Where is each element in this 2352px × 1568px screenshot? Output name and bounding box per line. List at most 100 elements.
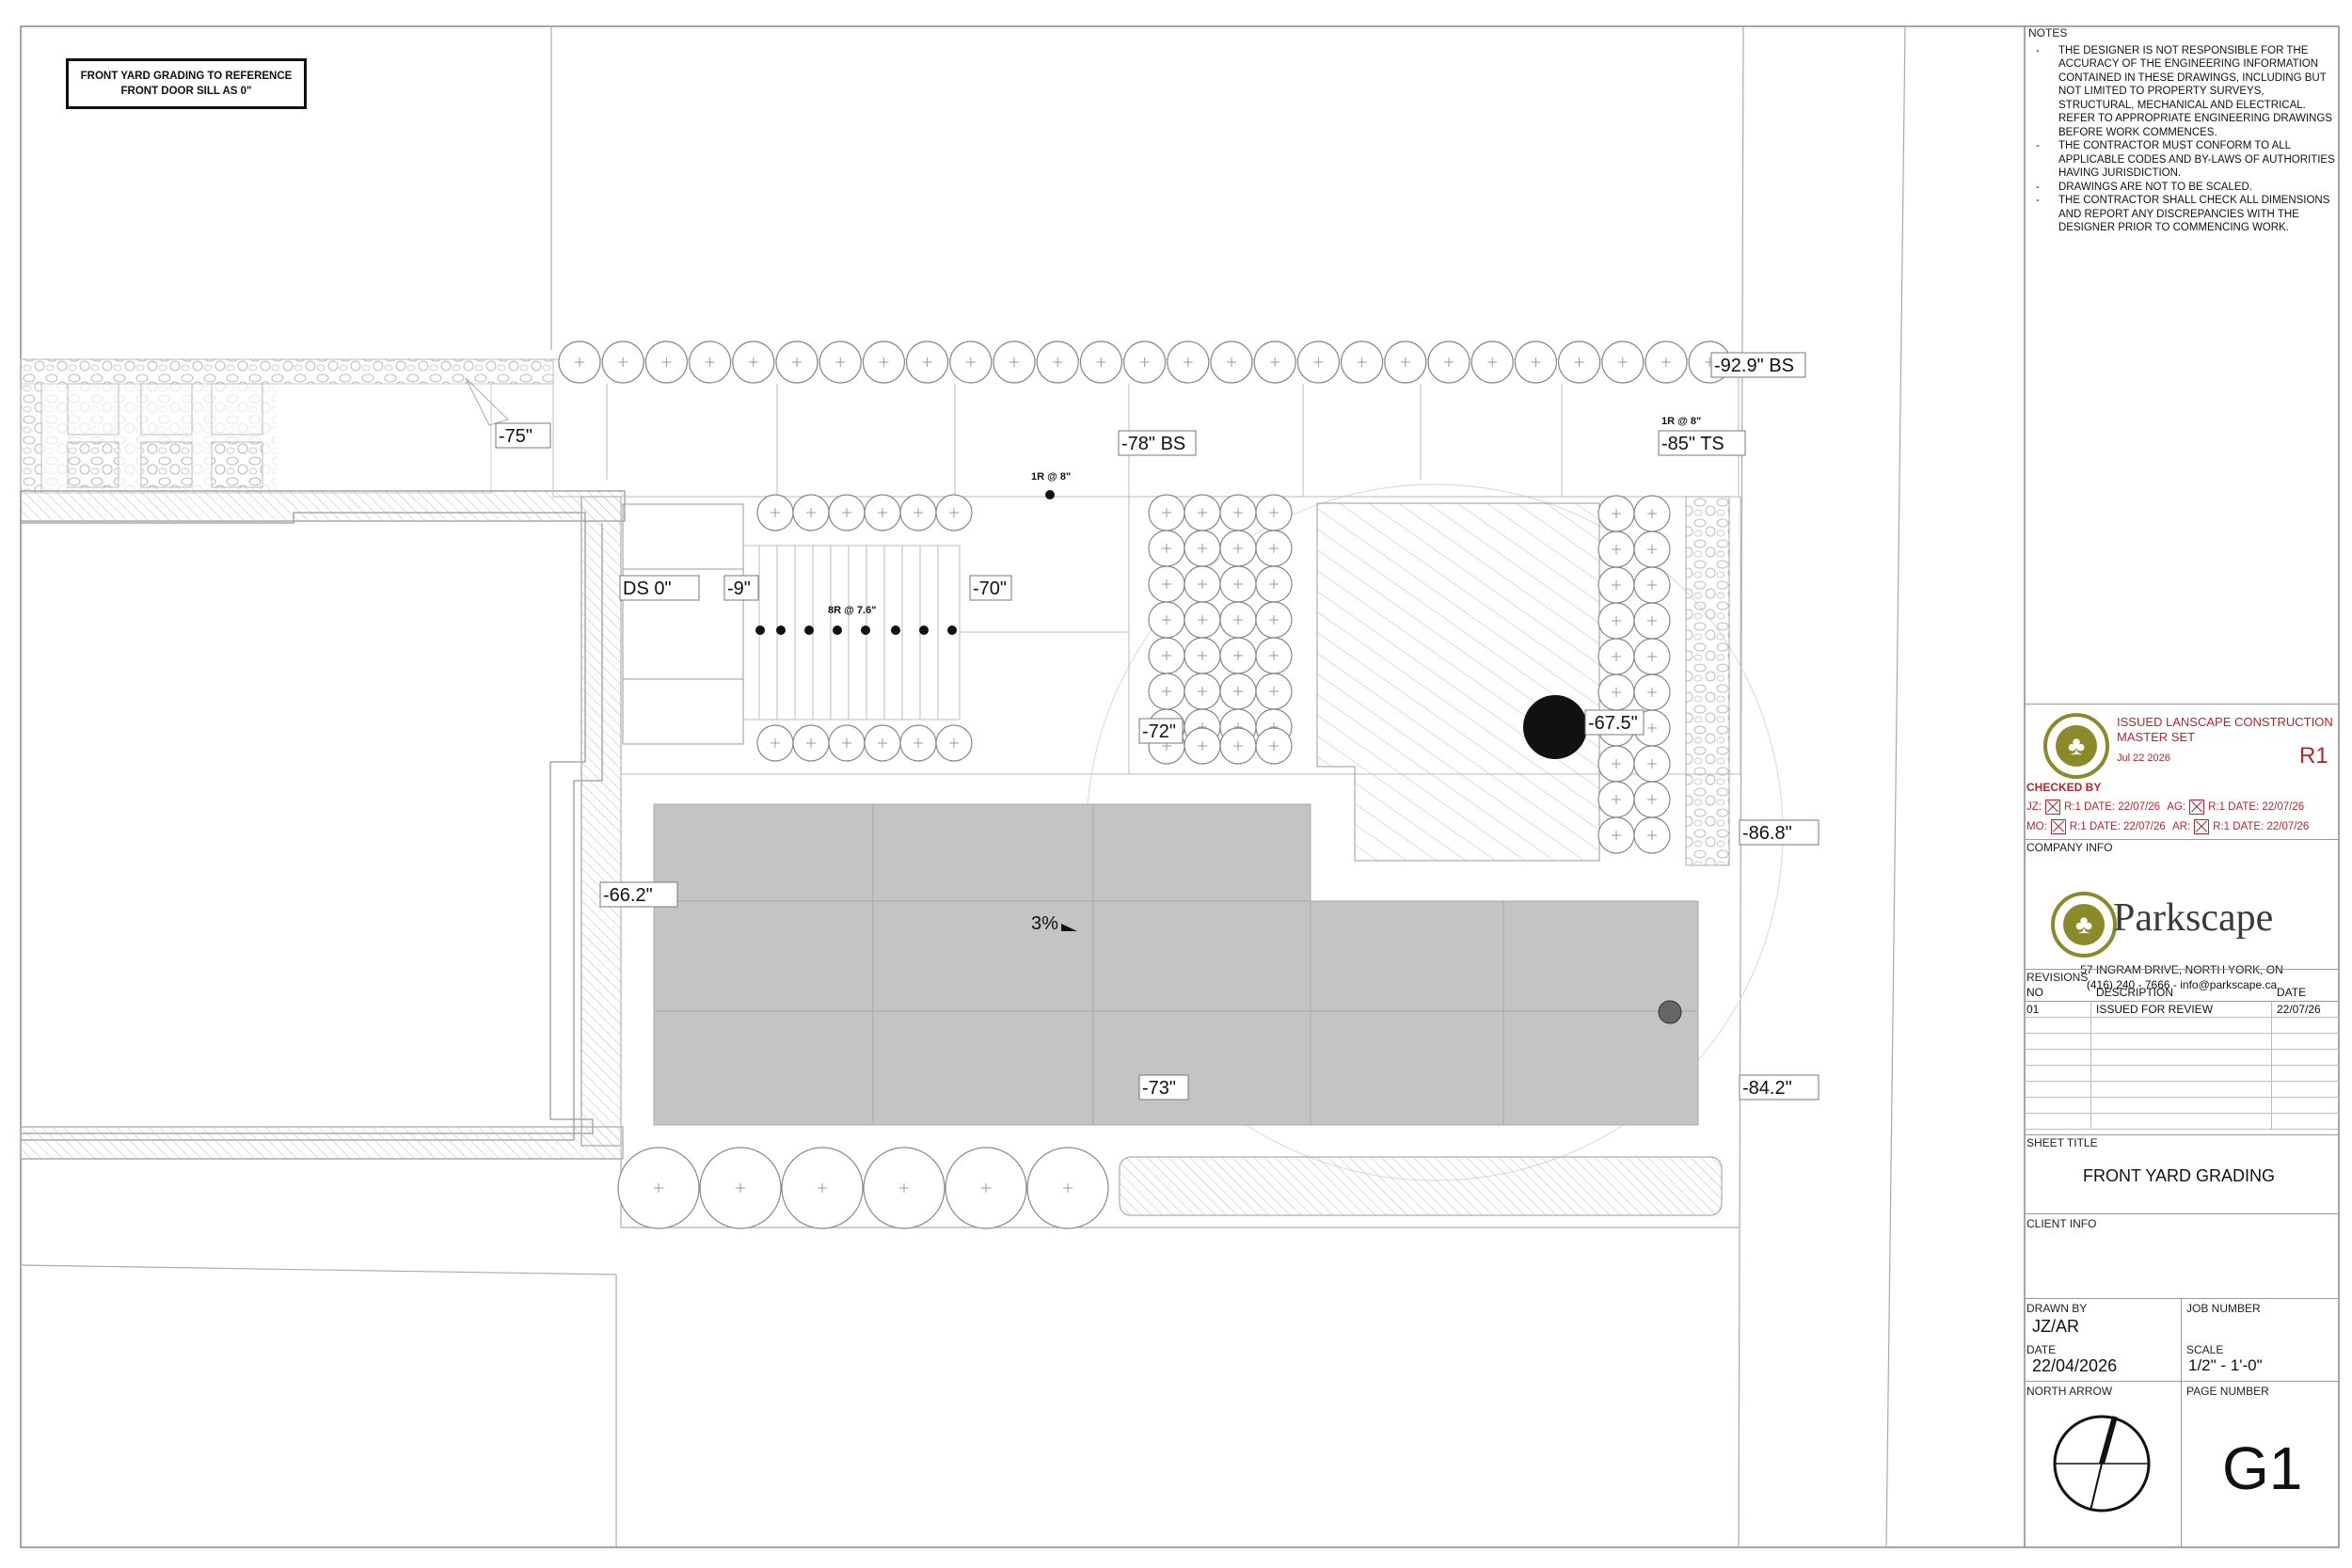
svg-text:-75": -75": [499, 426, 532, 447]
shrub-symbol: [781, 1147, 864, 1229]
drawn-by-label: DRAWN BY: [2026, 1302, 2088, 1315]
shrub-symbol: [1597, 816, 1635, 854]
shrub-symbol: [935, 494, 973, 531]
note-item: DRAWINGS ARE NOT TO BE SCALED.: [2025, 181, 2339, 195]
revisions-row: [2025, 1050, 2339, 1066]
shrub-symbol: [1633, 816, 1671, 854]
stamp-subtitle: MASTER SET: [2117, 730, 2196, 744]
shrub-symbol: [1219, 565, 1257, 603]
house-outline: [20, 490, 626, 1160]
page-number: G1: [2222, 1434, 2303, 1502]
property-lines: [20, 25, 1906, 1548]
plan-reference-note: FRONT YARD GRADING TO REFERENCE FRONT DO…: [66, 58, 307, 109]
shrub-symbol: [1148, 494, 1185, 531]
shrub-symbol: [1219, 637, 1257, 674]
svg-text:DS 0": DS 0": [623, 578, 672, 599]
shrub-symbol: [1597, 673, 1635, 711]
shrub-symbol: [601, 341, 644, 384]
shrub-symbol: [899, 724, 937, 762]
note-item: THE CONTRACTOR MUST CONFORM TO ALL APPLI…: [2025, 139, 2339, 181]
shrub-symbol: [1148, 637, 1185, 674]
shrub-symbol: [1296, 341, 1341, 384]
catch-basin-symbol: [1658, 1000, 1682, 1024]
shrub-symbol: [1122, 341, 1167, 384]
shrub-symbol: [1601, 341, 1645, 384]
checked-by-title: CHECKED BY: [2026, 781, 2102, 794]
company-name: Parkscape: [2113, 896, 2274, 940]
shrub-symbol: [1184, 530, 1221, 567]
drawn-by-value: JZ/AR: [2032, 1317, 2080, 1336]
revisions-header: DESCRIPTION: [2096, 986, 2174, 999]
shrub-symbol: [1633, 745, 1671, 783]
company-address: 57 INGRAM DRIVE, NORTH YORK, ON: [2080, 963, 2283, 976]
riser-label-side: 1R @ 8": [1661, 416, 1701, 427]
revisions-cell: ISSUED FOR REVIEW: [2096, 1003, 2214, 1016]
svg-text:-78" BS: -78" BS: [1121, 434, 1185, 454]
client-info-label: CLIENT INFO: [2026, 1217, 2097, 1230]
issue-stamp: ♣ ISSUED LANSCAPE CONSTRUCTION MASTER SE…: [2036, 705, 2337, 790]
shrub-symbol: [1597, 781, 1635, 818]
page-number-label: PAGE NUMBER: [2186, 1385, 2269, 1398]
grade-elevation-label: -73": [1138, 1074, 1189, 1101]
date-label: DATE: [2026, 1343, 2057, 1356]
entrance-steps: [622, 503, 1129, 745]
shrub-symbol: [862, 341, 906, 384]
job-number-label: JOB NUMBER: [2186, 1302, 2261, 1315]
checked-row-1: JZ:R:1 DATE: 22/07/26 AG:R:1 DATE: 22/07…: [2026, 800, 2304, 815]
shrub-symbol: [1184, 494, 1221, 531]
side-walkway: [20, 358, 554, 494]
revisions-row: [2025, 1034, 2339, 1050]
svg-text:-67.5": -67.5": [1588, 713, 1638, 734]
shrub-symbol: [1633, 602, 1671, 640]
shrub-symbol: [1184, 673, 1221, 710]
plan-note-line2: FRONT DOOR SILL AS 0": [120, 86, 252, 97]
hatched-planting-bed: [1316, 496, 1730, 866]
plan-note-line1: FRONT YARD GRADING TO REFERENCE: [80, 71, 293, 82]
revisions-row: [2025, 1098, 2339, 1114]
svg-text:-73": -73": [1142, 1078, 1176, 1099]
shrub-symbol: [1255, 637, 1293, 674]
notes-title: NOTES: [2028, 26, 2068, 40]
revisions-row: [2025, 1018, 2339, 1034]
revisions-cell: 01: [2026, 1003, 2040, 1016]
shrub-symbol: [864, 494, 901, 531]
shrub-symbol: [558, 341, 601, 384]
north-arrow-icon: [2053, 1415, 2151, 1513]
shrub-symbol: [1036, 341, 1079, 384]
front-border-bed: [1119, 1156, 1723, 1216]
shrub-symbol: [699, 1147, 782, 1229]
svg-text:-70": -70": [973, 578, 1007, 599]
shrub-symbol: [1219, 601, 1257, 639]
revisions-row: [2025, 1066, 2339, 1082]
general-notes: NOTES THE DESIGNER IS NOT RESPONSIBLE FO…: [2025, 26, 2339, 235]
company-contact: (416) 240 - 7666 - info@parkscape.ca: [2086, 978, 2278, 991]
shrub-symbol: [1597, 495, 1635, 532]
shrub-symbol: [756, 494, 794, 531]
shrub-symbol: [1184, 565, 1221, 603]
shrub-symbol: [945, 1147, 1027, 1229]
shrub-symbol: [1470, 341, 1514, 384]
shrub-symbol: [1184, 727, 1221, 765]
shrub-symbol: [1255, 601, 1293, 639]
shrub-symbol: [617, 1147, 700, 1229]
shrub-symbol: [864, 724, 901, 762]
revisions-header: DATE: [2277, 986, 2307, 999]
svg-text:-66.2": -66.2": [603, 885, 653, 906]
shrub-symbol: [818, 341, 862, 384]
scale-label: SCALE: [2186, 1343, 2224, 1356]
grade-elevation-label: -70": [969, 575, 1012, 601]
svg-text:-84.2": -84.2": [1742, 1078, 1792, 1099]
shrub-symbol: [1384, 341, 1427, 384]
shrub-symbol: [1219, 530, 1257, 567]
shrub-symbol: [1148, 673, 1185, 710]
revisions-title: REVISIONS: [2026, 971, 2089, 984]
shrub-symbol: [1633, 673, 1671, 711]
shrub-symbol: [905, 341, 949, 384]
shrub-symbol: [1557, 341, 1601, 384]
grade-elevation-label: -66.2": [599, 881, 678, 908]
revisions-header: NO: [2026, 986, 2043, 999]
checked-row-2: MO:R:1 DATE: 22/07/26 AR:R:1 DATE: 22/07…: [2026, 819, 2309, 834]
